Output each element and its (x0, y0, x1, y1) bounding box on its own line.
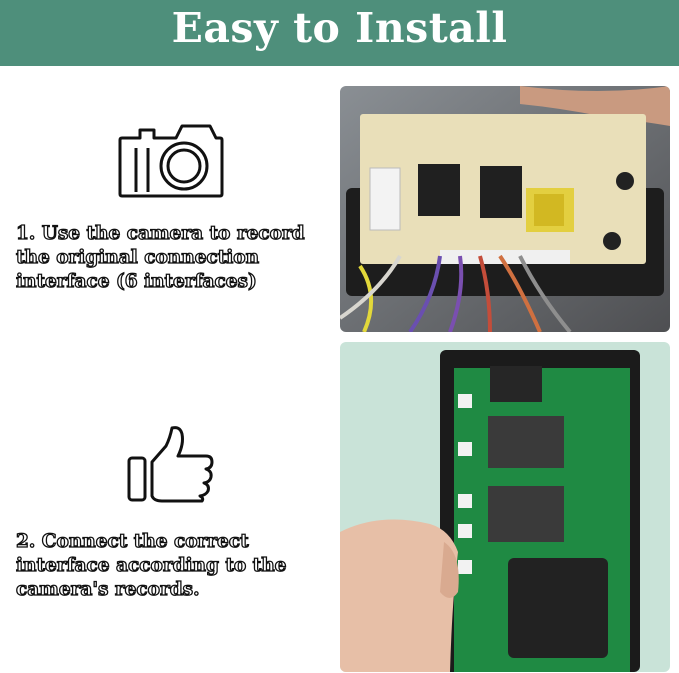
thumbs-up-icon (127, 426, 214, 503)
page-title: Easy to Install (171, 4, 508, 52)
camera-icon (118, 124, 224, 198)
step-2-text: 2. Connect the correct interface accordi… (15, 530, 287, 600)
original-board-photo (340, 86, 670, 332)
new-board-photo (340, 342, 670, 672)
step-1-text: 1. Use the camera to record the original… (15, 222, 305, 292)
header-banner: Easy to Install (0, 0, 679, 66)
